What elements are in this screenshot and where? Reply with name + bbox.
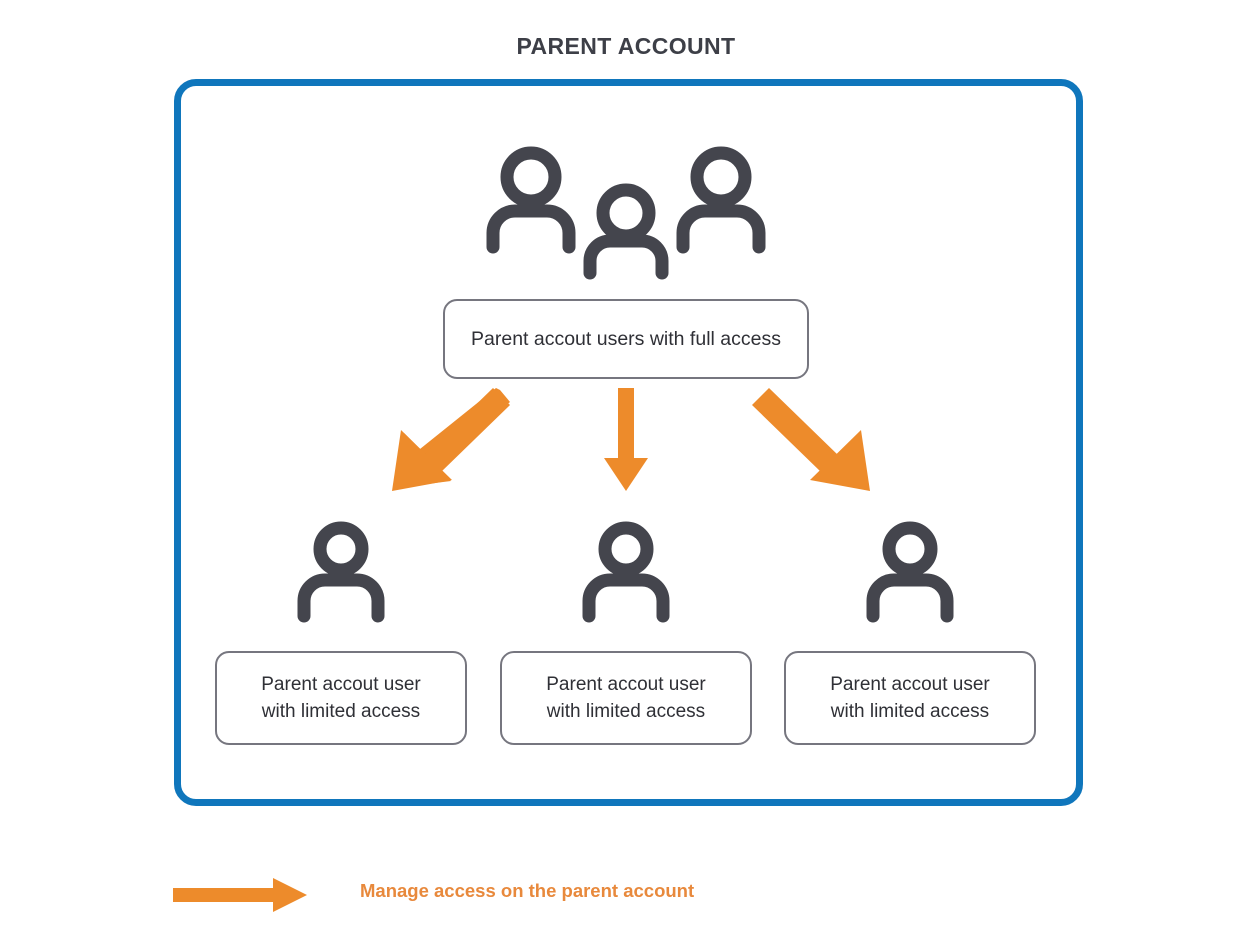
child-node-label-line1: Parent accout user bbox=[830, 674, 990, 695]
person-icon bbox=[582, 521, 670, 623]
arrow-down-left-icon bbox=[392, 388, 510, 491]
child-node-label-line2: with limited access bbox=[830, 701, 990, 722]
child-node-label: Parent accout user with limited access bbox=[546, 671, 705, 725]
person-icon bbox=[297, 521, 385, 623]
users-group-icon bbox=[486, 146, 766, 280]
arrow-right-icon bbox=[173, 878, 307, 912]
parent-node-label: Parent accout users with full access bbox=[471, 327, 781, 350]
arrow-down-right-icon bbox=[752, 388, 870, 491]
arrow-down-icon bbox=[604, 388, 648, 491]
child-node-label-line1: Parent accout user bbox=[261, 674, 421, 695]
child-node-label-line2: with limited access bbox=[546, 701, 706, 722]
child-node-label: Parent accout user with limited access bbox=[261, 671, 420, 725]
child-node-label: Parent accout user with limited access bbox=[830, 671, 989, 725]
child-node-label-line2: with limited access bbox=[261, 701, 421, 722]
child-node-label-line1: Parent accout user bbox=[546, 674, 706, 695]
child-node-box[interactable]: Parent accout user with limited access bbox=[215, 651, 467, 745]
legend-label: Manage access on the parent account bbox=[360, 880, 695, 901]
child-node-box[interactable]: Parent accout user with limited access bbox=[500, 651, 752, 745]
page-title: PARENT ACCOUNT bbox=[516, 33, 736, 59]
parent-node-box[interactable]: Parent accout users with full access bbox=[443, 299, 809, 379]
legend: Manage access on the parent account bbox=[173, 866, 873, 922]
person-icon bbox=[866, 521, 954, 623]
child-node-box[interactable]: Parent accout user with limited access bbox=[784, 651, 1036, 745]
